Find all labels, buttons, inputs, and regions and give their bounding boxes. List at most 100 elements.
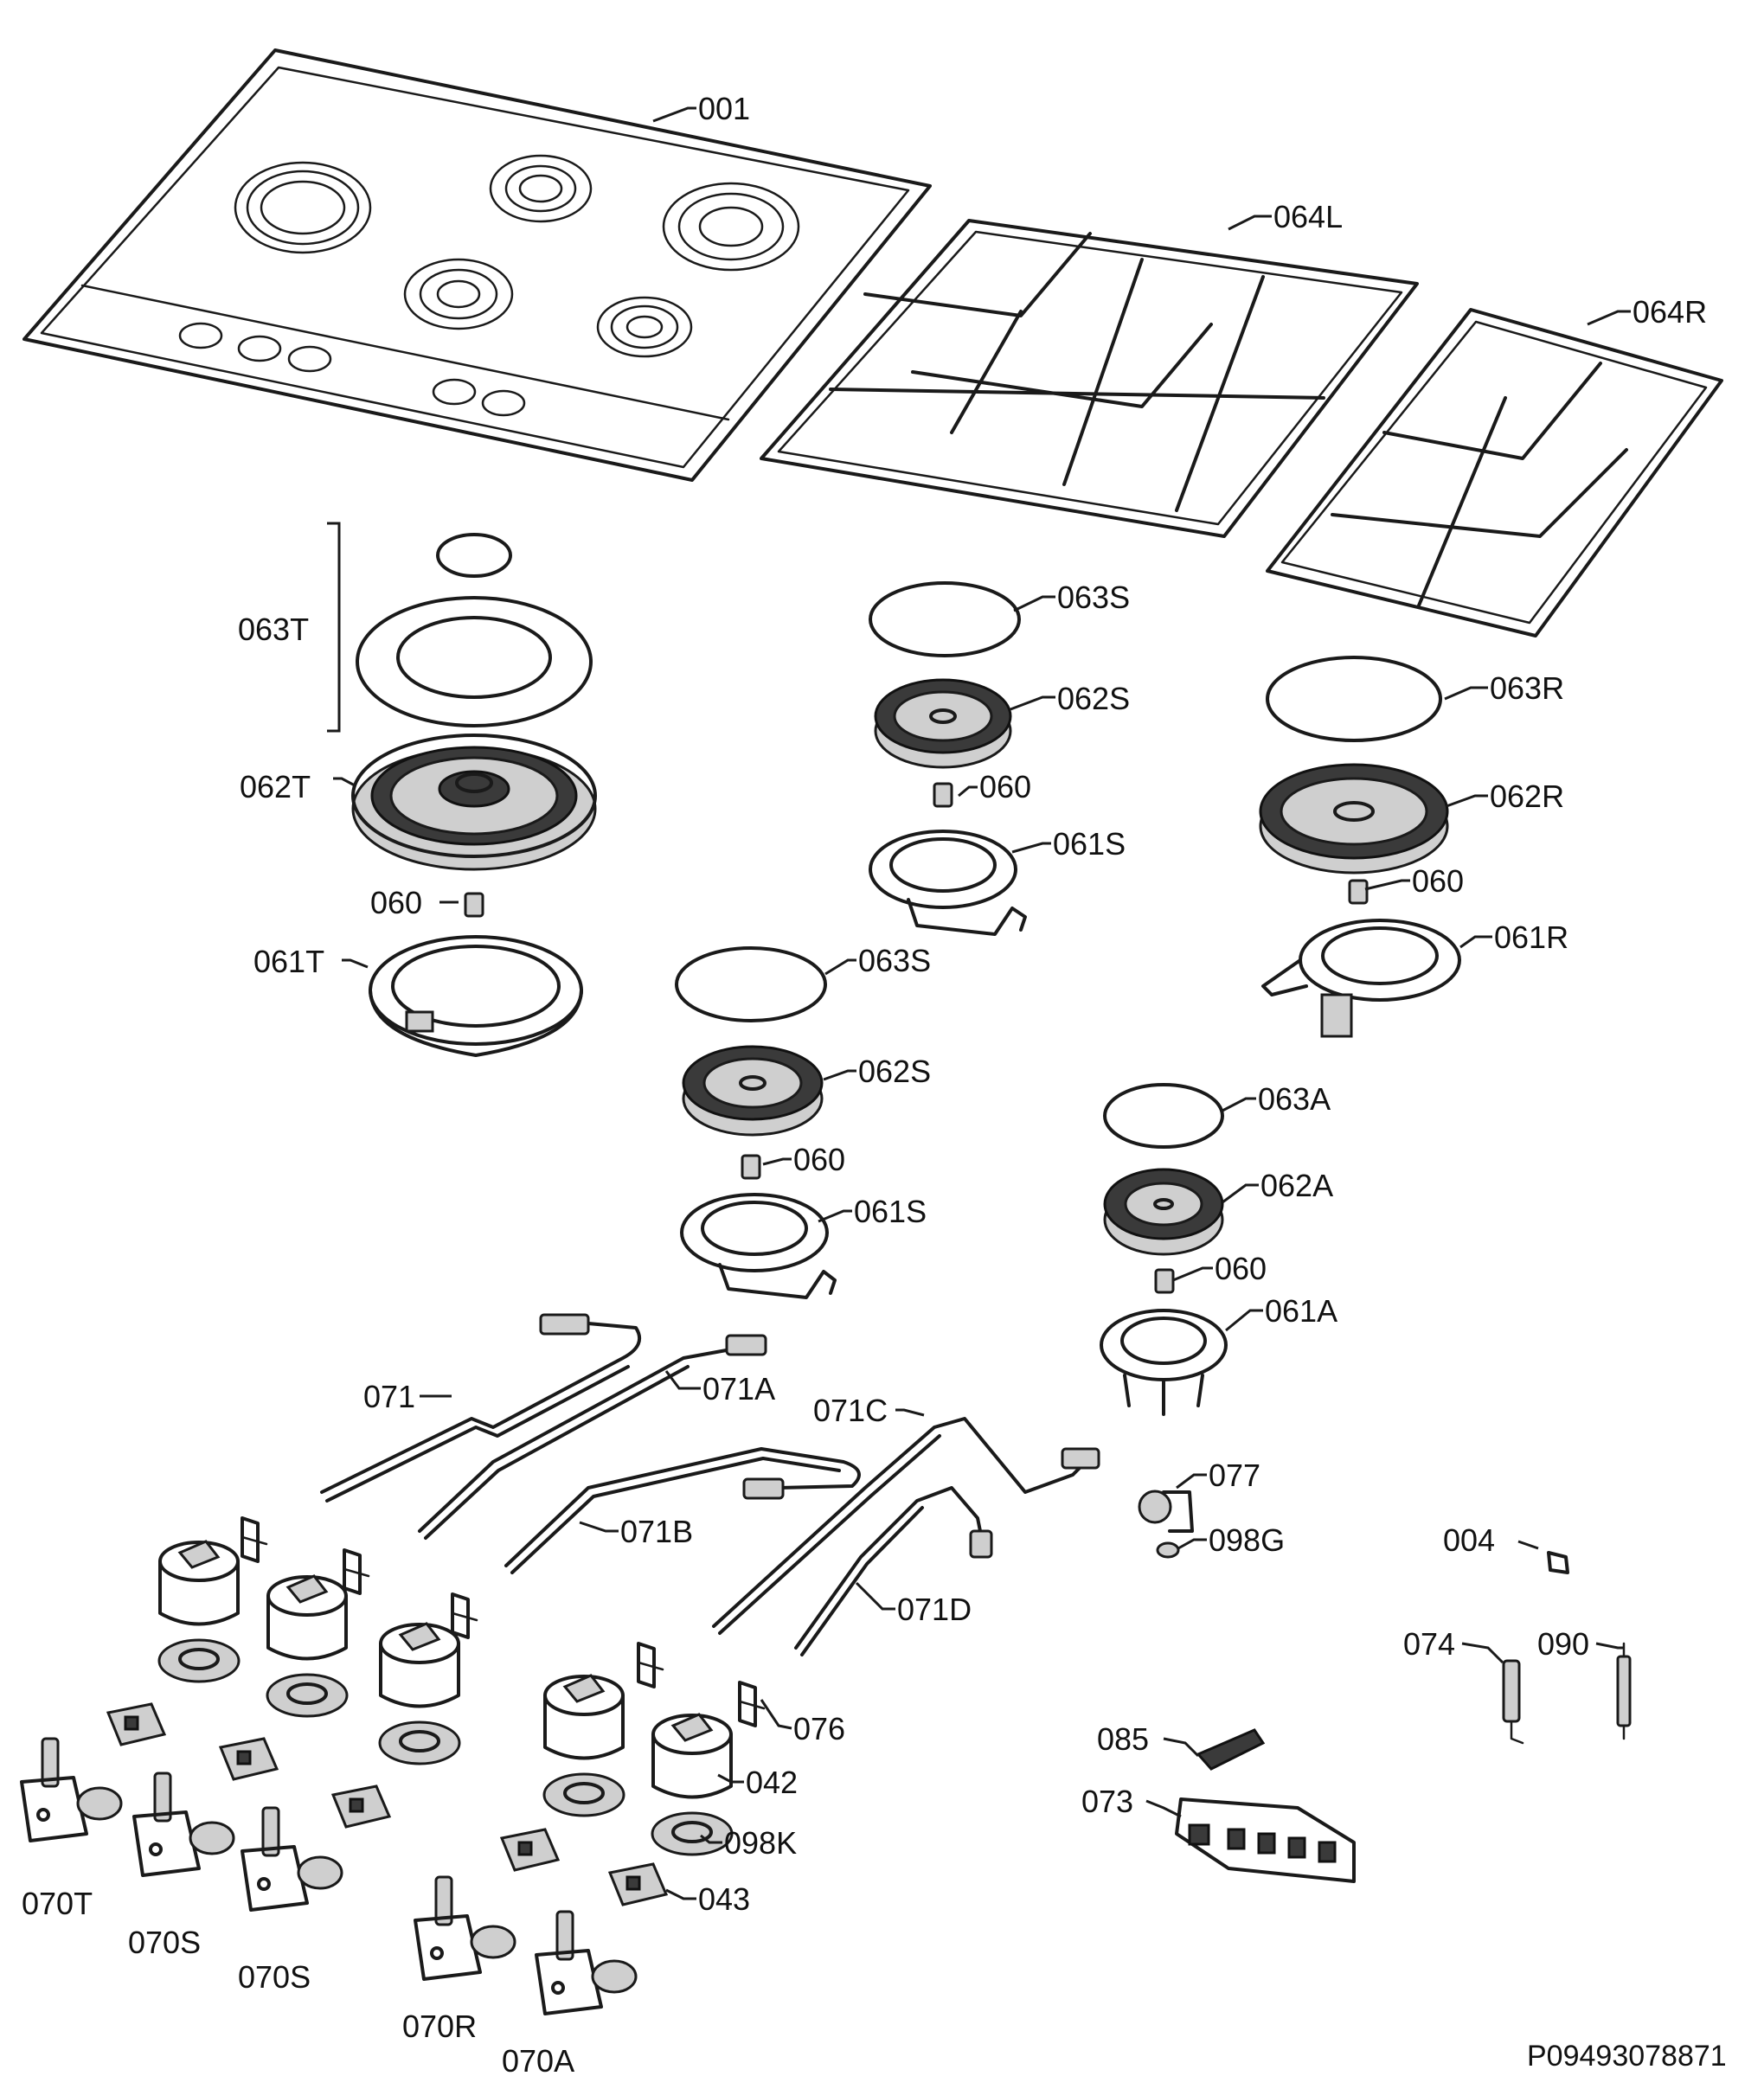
burner-crown-semi-upper xyxy=(874,678,1012,769)
label-064L: 064L xyxy=(1273,199,1343,234)
knob-bezel xyxy=(378,1720,461,1765)
burner-body-semi-upper xyxy=(869,830,1027,936)
gas-valve-body xyxy=(535,1949,603,2015)
elbow-connector xyxy=(1138,1490,1194,1533)
label-090: 090 xyxy=(1537,1626,1589,1662)
label-060-semi-lower: 060 xyxy=(793,1142,845,1177)
knob-bezel-center xyxy=(563,1782,605,1804)
burner-cap-semi-upper xyxy=(869,581,1021,657)
knob-holes xyxy=(178,322,526,417)
valve-outlet xyxy=(189,1821,235,1855)
label-071C: 071C xyxy=(813,1393,888,1428)
control-knob-top xyxy=(543,1675,625,1716)
knob-bracket xyxy=(738,1681,757,1727)
gas-valve-body xyxy=(20,1776,88,1842)
control-knob-top xyxy=(379,1623,460,1664)
micro-switch-contact xyxy=(625,1875,641,1891)
burner-body-aux xyxy=(1100,1309,1228,1416)
burner-opening-rear-mid xyxy=(489,154,593,223)
knob-bracket-tab xyxy=(637,1661,664,1671)
hob-top-plate xyxy=(22,48,932,482)
gas-valve-body xyxy=(414,1914,482,1981)
knob-bracket xyxy=(343,1548,362,1595)
label-077: 077 xyxy=(1209,1458,1260,1493)
label-070R: 070R xyxy=(402,2009,477,2044)
knob-group xyxy=(20,1516,766,2015)
label-085: 085 xyxy=(1097,1721,1149,1757)
label-061A: 061A xyxy=(1265,1293,1337,1329)
pan-support-left xyxy=(760,219,1419,538)
label-062S-upper: 062S xyxy=(1057,681,1130,716)
ignition-switch-085 xyxy=(1196,1728,1266,1771)
control-knob-grip xyxy=(562,1674,606,1703)
label-042: 042 xyxy=(746,1765,798,1800)
knob-bezel-center xyxy=(671,1821,713,1843)
injector-semi-upper xyxy=(933,782,953,808)
valve-screw xyxy=(36,1808,50,1822)
label-071D: 071D xyxy=(897,1592,972,1627)
injector-semi-lower xyxy=(741,1154,761,1180)
clip-004 xyxy=(1547,1551,1569,1574)
control-knob xyxy=(379,1642,460,1708)
burner-body-triple xyxy=(369,935,583,1057)
valve-outlet xyxy=(591,1959,638,1994)
label-098K: 098K xyxy=(724,1825,797,1861)
burner-body-semi-lower xyxy=(680,1193,837,1299)
label-070S-first: 070S xyxy=(128,1925,201,1960)
label-061S-upper: 061S xyxy=(1053,826,1126,862)
knob-bezel-center xyxy=(178,1648,220,1670)
gas-pipe-071D xyxy=(794,1486,993,1656)
burner-cap-small-triple xyxy=(436,533,512,578)
seal-washer xyxy=(1156,1541,1180,1559)
valve-spindle xyxy=(41,1737,60,1788)
burner-crown-aux xyxy=(1103,1168,1224,1256)
gas-pipe-071 xyxy=(320,1313,641,1503)
ignition-electrode-090 xyxy=(1616,1642,1632,1740)
label-063R: 063R xyxy=(1490,670,1564,706)
valve-outlet xyxy=(297,1855,343,1890)
injector-rapid xyxy=(1348,879,1369,905)
knob-bracket-tab xyxy=(343,1567,370,1578)
knob-bezel xyxy=(157,1638,241,1683)
knob-bracket-tab xyxy=(241,1535,268,1546)
control-knob xyxy=(651,1733,733,1799)
label-063A: 063A xyxy=(1258,1081,1331,1117)
label-062R: 062R xyxy=(1490,778,1564,814)
knob-bezel xyxy=(651,1811,734,1856)
micro-switch-contact xyxy=(349,1797,364,1813)
label-070T: 070T xyxy=(22,1886,93,1921)
spark-generator-073 xyxy=(1175,1797,1356,1883)
burner-opening-front-right xyxy=(596,296,693,358)
control-knob-grip xyxy=(177,1540,221,1569)
micro-switch-contact xyxy=(517,1841,533,1856)
label-062A: 062A xyxy=(1260,1168,1333,1203)
knob-bracket-tab xyxy=(451,1611,478,1622)
burner-opening-large xyxy=(234,161,372,254)
valve-spindle xyxy=(261,1806,280,1857)
label-060-semi-upper: 060 xyxy=(979,769,1031,804)
valve-outlet xyxy=(470,1925,516,1959)
burner-cap-semi-lower xyxy=(675,946,827,1022)
valve-spindle xyxy=(153,1772,172,1823)
valve-spindle xyxy=(434,1875,453,1926)
gas-valve-body xyxy=(241,1845,309,1912)
leader-lines xyxy=(327,106,1631,1900)
label-071A: 071A xyxy=(702,1371,775,1406)
label-060-aux: 060 xyxy=(1215,1251,1267,1286)
knob-bracket xyxy=(241,1516,260,1563)
label-043: 043 xyxy=(698,1881,750,1917)
knob-bezel xyxy=(266,1673,349,1718)
knob-bracket-tab xyxy=(738,1700,766,1710)
label-001: 001 xyxy=(698,91,750,126)
label-071: 071 xyxy=(363,1379,415,1414)
knob-bezel xyxy=(542,1772,625,1817)
burner-crown-rapid xyxy=(1259,763,1449,875)
document-number: P09493078871 xyxy=(1527,2040,1727,2073)
control-knob xyxy=(266,1594,348,1661)
control-knob xyxy=(158,1560,240,1626)
micro-switch-contact xyxy=(124,1715,139,1731)
gas-valve-body xyxy=(132,1810,201,1877)
pan-support-right xyxy=(1266,308,1723,638)
burner-body-rapid xyxy=(1261,919,1461,1038)
part-labels: 001 064L 064R 063T 062T 060 061T 063S 06… xyxy=(22,91,1727,2076)
